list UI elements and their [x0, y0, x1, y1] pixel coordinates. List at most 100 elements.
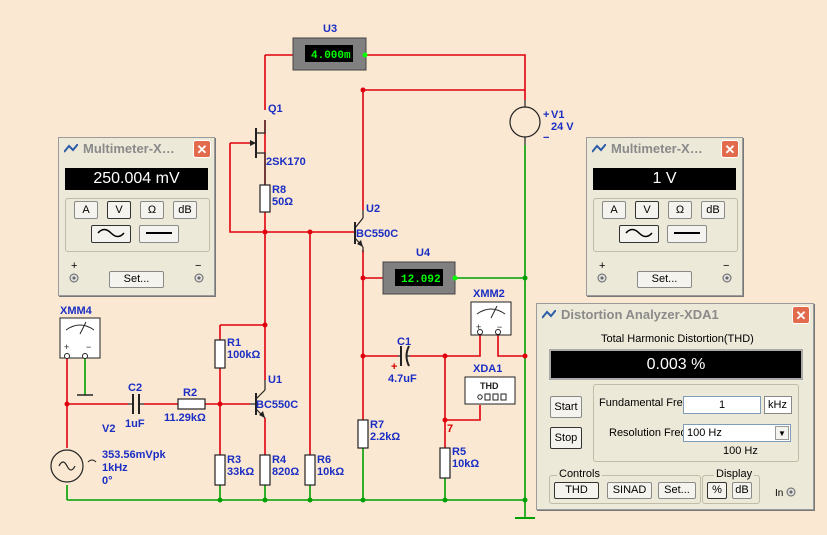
r3-value: 33kΩ [227, 466, 254, 478]
r8-value: 50Ω [272, 196, 293, 208]
v1-source[interactable]: + V1 24 V − [509, 100, 574, 145]
multisim-icon [592, 144, 606, 153]
xda1-analyzer-symbol[interactable]: THD XDA1 [464, 363, 516, 405]
v2-ac-source[interactable]: V2 353.56mVpk 1kHz 0° [50, 423, 166, 487]
v2-amplitude: 353.56mVpk [102, 449, 166, 461]
r5-resistor[interactable]: R5 10kΩ [439, 446, 479, 479]
amp-button[interactable]: A [602, 201, 626, 219]
close-icon[interactable]: ✕ [193, 140, 211, 158]
r4-resistor[interactable]: R4 820Ω [259, 454, 299, 486]
svg-text:+: + [64, 342, 69, 352]
u3-ammeter[interactable]: 4.000m U3 [292, 23, 368, 71]
minus-terminal-label: − [723, 260, 730, 272]
set-button[interactable]: Set... [109, 271, 164, 288]
window-title: Distortion Analyzer-XDA1 [561, 307, 719, 322]
plus-terminal-icon[interactable] [596, 272, 608, 284]
ohm-button[interactable]: Ω [668, 201, 692, 219]
xda1-ref: XDA1 [473, 363, 502, 375]
ground-symbol [77, 394, 535, 519]
c2-value: 1uF [125, 418, 145, 430]
sinad-button[interactable]: SINAD [607, 482, 652, 499]
window-title: Multimeter-X… [83, 141, 175, 156]
c1-capacitor[interactable]: C1 + 4.7uF [388, 336, 417, 385]
plus-terminal-label: + [599, 260, 606, 272]
ac-mode-button[interactable] [619, 225, 659, 243]
c1-ref: C1 [397, 336, 411, 348]
fundamental-freq-input[interactable]: 1 [683, 396, 761, 414]
function-group [65, 198, 210, 252]
thd-display: 0.003 % [549, 349, 803, 380]
amp-button[interactable]: A [74, 201, 98, 219]
fundamental-freq-label: Fundamental Freq. [599, 397, 692, 409]
volt-button[interactable]: V [107, 201, 131, 219]
minus-terminal-icon[interactable] [721, 272, 733, 284]
u3-ref: U3 [323, 23, 337, 35]
input-terminal-icon[interactable] [785, 486, 797, 498]
v2-ref: V2 [102, 423, 115, 435]
svg-text:+: + [476, 322, 481, 332]
plus-terminal-icon[interactable] [68, 272, 80, 284]
multimeter-window-right[interactable]: Multimeter-X… ✕ 1 V A V Ω dB + − Set... [586, 137, 743, 296]
u2-bjt[interactable]: U2 BC550C [354, 203, 398, 252]
v1-ref: V1 [551, 109, 564, 121]
resolution-freq-select[interactable]: 100 Hz ▼ [683, 424, 791, 442]
ohm-button[interactable]: Ω [140, 201, 164, 219]
u1-model: BC550C [256, 399, 298, 411]
r6-resistor[interactable]: R6 10kΩ [304, 454, 344, 486]
ac-mode-button[interactable] [91, 225, 131, 243]
close-icon[interactable]: ✕ [721, 140, 739, 158]
db-button[interactable]: dB [701, 201, 725, 219]
u1-bjt[interactable]: U1 BC550C [250, 374, 298, 419]
v1-value: 24 V [551, 121, 574, 133]
close-icon[interactable]: ✕ [792, 306, 810, 324]
multisim-icon [542, 310, 556, 319]
set-button[interactable]: Set... [637, 271, 692, 288]
u4-voltmeter[interactable]: 12.092 U4 [382, 247, 458, 295]
node-7-label: 7 [447, 423, 453, 435]
v2-freq: 1kHz [102, 462, 128, 474]
set-button[interactable]: Set... [658, 482, 696, 499]
minus-terminal-icon[interactable] [193, 272, 205, 284]
junction-dots [64, 87, 528, 503]
r2-resistor[interactable]: R2 11.29kΩ [164, 387, 206, 424]
title-bar[interactable]: Distortion Analyzer-XDA1 ✕ [537, 304, 813, 326]
thd-heading: Total Harmonic Distortion(THD) [601, 333, 754, 345]
r1-resistor[interactable]: R1 100kΩ [214, 337, 260, 369]
r8-resistor[interactable]: R8 50Ω [259, 170, 293, 213]
distortion-analyzer-window[interactable]: Distortion Analyzer-XDA1 ✕ Total Harmoni… [536, 303, 814, 510]
xmm4-multimeter-symbol[interactable]: + − XMM4 [59, 305, 101, 359]
r7-resistor[interactable]: R7 2.2kΩ [357, 419, 400, 449]
c2-capacitor[interactable]: C2 1uF [125, 382, 145, 430]
q1-jfet[interactable]: Q1 2SK170 [250, 103, 306, 170]
controls-group [549, 475, 701, 504]
xmm2-multimeter-symbol[interactable]: + − XMM2 [470, 288, 512, 336]
dc-mode-button[interactable] [667, 225, 707, 243]
title-bar[interactable]: Multimeter-X… ✕ [59, 138, 214, 160]
volt-button[interactable]: V [635, 201, 659, 219]
thd-button[interactable]: THD [554, 482, 599, 499]
db-button[interactable]: dB [173, 201, 197, 219]
percent-button[interactable]: % [707, 482, 727, 499]
dc-mode-button[interactable] [139, 225, 179, 243]
v1-minus: − [543, 132, 549, 144]
u2-model: BC550C [356, 228, 398, 240]
r5-value: 10kΩ [452, 458, 479, 470]
v1-plus: + [543, 109, 549, 121]
fundamental-unit-select[interactable]: kHz [764, 396, 792, 414]
title-bar[interactable]: Multimeter-X… ✕ [587, 138, 742, 160]
plus-terminal-label: + [71, 260, 78, 272]
function-group [593, 198, 738, 252]
r7-ref: R7 [370, 419, 384, 431]
r3-resistor[interactable]: R3 33kΩ [214, 454, 254, 486]
start-button[interactable]: Start [550, 396, 582, 418]
input-terminal-label: In [775, 488, 784, 499]
r3-ref: R3 [227, 454, 241, 466]
db-button[interactable]: dB [732, 482, 752, 499]
u2-ref: U2 [366, 203, 380, 215]
multimeter-window-left[interactable]: Multimeter-X… ✕ 250.004 mV A V Ω dB + − … [58, 137, 215, 296]
r2-value: 11.29kΩ [164, 412, 206, 424]
resolution-freq-label: Resolution Freq. [609, 427, 690, 439]
stop-button[interactable]: Stop [550, 427, 582, 449]
chevron-down-icon[interactable]: ▼ [775, 426, 789, 440]
